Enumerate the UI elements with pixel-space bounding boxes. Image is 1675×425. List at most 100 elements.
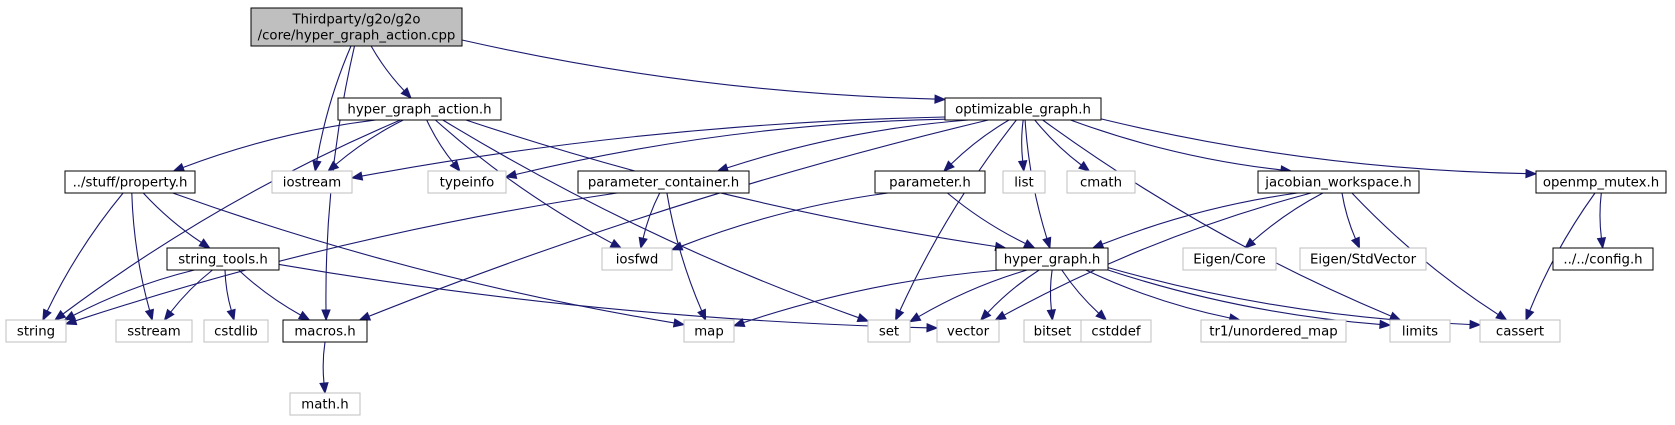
node-label: openmp_mutex.h <box>1543 176 1659 191</box>
node-label: list <box>1014 176 1034 191</box>
edge-jacobian-workspace-h-to-hyper-graph-h <box>1091 192 1298 249</box>
node-hyper-graph-action-h[interactable]: hyper_graph_action.h <box>337 97 502 121</box>
node-eigen-core: Eigen/Core <box>1182 247 1277 271</box>
node-set: set <box>867 319 911 343</box>
edge-line <box>1252 192 1324 242</box>
node-box <box>1479 319 1561 343</box>
node-jacobian-workspace-h[interactable]: jacobian_workspace.h <box>1257 170 1420 194</box>
edge-hyper-graph-h-to-set <box>908 269 1028 323</box>
node-box <box>64 170 196 194</box>
node-cassert: cassert <box>1479 319 1561 343</box>
edge-arrowhead <box>934 94 947 104</box>
node-label: limits <box>1402 325 1438 340</box>
node-box <box>577 170 750 194</box>
node-label: iosfwd <box>616 253 659 268</box>
edge-line <box>1003 192 1312 316</box>
edge-arrowhead <box>672 318 686 328</box>
edge-line <box>73 269 195 316</box>
edge-line <box>1599 192 1602 239</box>
node-hyper-graph-h[interactable]: hyper_graph.h <box>995 247 1109 271</box>
edge-arrowhead <box>1244 237 1257 249</box>
node-iosfwd: iosfwd <box>601 247 673 271</box>
edge-arrowhead <box>358 311 372 321</box>
edge-string-tools-h-to-sstream <box>163 269 213 322</box>
edge-arrowhead <box>638 236 648 250</box>
edge-line <box>1107 267 1471 326</box>
node-box <box>166 247 280 271</box>
edge-arrowhead <box>732 317 746 327</box>
edge-macros-h-to-math-h <box>319 341 329 395</box>
node-macros-h[interactable]: macros.h <box>282 319 368 343</box>
node-parameter-container-h[interactable]: parameter_container.h <box>577 170 750 194</box>
node-box <box>337 97 502 121</box>
edge-property-h-to-map <box>172 192 686 328</box>
node-label: hyper_graph_action.h <box>347 103 491 118</box>
edge-line <box>918 269 1028 318</box>
edge-arrowhead <box>856 313 870 323</box>
node-parameter-h[interactable]: parameter.h <box>874 170 986 194</box>
node-label: Eigen/StdVector <box>1310 253 1417 268</box>
edge-jacobian-workspace-h-to-eigen-stdvector <box>1341 192 1361 250</box>
edge-arrowhead <box>198 238 211 249</box>
node-string-tools-h[interactable]: string_tools.h <box>166 247 280 271</box>
node-vector: vector <box>936 319 1000 343</box>
edge-hyper-graph-action-h-to-string <box>53 119 401 321</box>
node-box <box>282 319 368 343</box>
edge-arrowhead <box>1525 308 1535 322</box>
edge-arrowhead <box>1495 310 1508 321</box>
edge-property-h-to-sstream <box>131 192 154 322</box>
node-label: jacobian_workspace.h <box>1264 176 1412 191</box>
edge-line <box>947 192 1026 245</box>
edge-optimizable-graph-h-to-typeinfo <box>504 118 946 179</box>
edge-arrowhead <box>1379 319 1392 329</box>
edge-line <box>75 192 618 322</box>
edge-line <box>461 39 936 100</box>
edge-optimizable-graph-h-to-parameter-h <box>943 119 1010 172</box>
edge-string-tools-h-to-vector <box>278 263 939 333</box>
node-label: ../stuff/property.h <box>73 176 188 191</box>
node-property-h[interactable]: ../stuff/property.h <box>64 170 196 194</box>
edge-string-tools-h-to-cstdlib <box>224 269 236 322</box>
edge-line <box>368 119 989 317</box>
edge-arrowhead <box>163 308 175 322</box>
edge-string-tools-h-to-macros-h <box>238 269 311 321</box>
edge-arrowhead <box>1078 160 1091 172</box>
edge-optimizable-graph-h-to-parameter-container-h <box>716 119 969 173</box>
edge-root-to-iostream <box>312 45 352 173</box>
edge-arrowhead <box>226 308 236 322</box>
node-config-h[interactable]: ../../config.h <box>1552 247 1654 271</box>
node-label: map <box>694 325 724 340</box>
node-openmp-mutex-h[interactable]: openmp_mutex.h <box>1535 170 1667 194</box>
edge-arrowhead <box>943 160 955 172</box>
edge-hyper-graph-action-h-to-property-h <box>172 119 376 172</box>
edge-arrowhead <box>312 159 322 173</box>
node-label: Thirdparty/g2o/g2o <box>291 13 420 28</box>
node-label: set <box>879 325 899 340</box>
node-root[interactable]: Thirdparty/g2o/g2o/core/hyper_graph_acti… <box>250 7 463 47</box>
node-box <box>1002 170 1046 194</box>
node-box <box>1182 247 1277 271</box>
node-box <box>1552 247 1654 271</box>
node-label: cstdlib <box>214 325 258 340</box>
edge-line <box>1042 119 1392 317</box>
edge-line <box>170 269 213 313</box>
node-label: hyper_graph.h <box>1004 253 1101 268</box>
edge-hyper-graph-h-to-cassert <box>1107 267 1482 330</box>
edge-root-to-hyper-graph-action-h <box>370 45 412 99</box>
edge-line <box>142 192 202 243</box>
node-box <box>115 319 193 343</box>
node-optimizable-graph-h[interactable]: optimizable_graph.h <box>944 97 1102 121</box>
edge-line <box>370 45 405 92</box>
node-map: map <box>683 319 735 343</box>
edge-line <box>987 269 1040 314</box>
edge-line <box>335 119 404 165</box>
edge-arrowhead <box>1042 236 1052 250</box>
edge-jacobian-workspace-h-to-vector <box>994 192 1312 321</box>
edge-arrowhead <box>321 309 331 322</box>
node-box <box>683 319 735 343</box>
edge-parameter-container-h-to-map <box>666 192 707 322</box>
node-label: string_tools.h <box>178 253 268 268</box>
edge-line <box>465 119 996 248</box>
node-box <box>203 319 269 343</box>
edge-line <box>224 269 232 311</box>
